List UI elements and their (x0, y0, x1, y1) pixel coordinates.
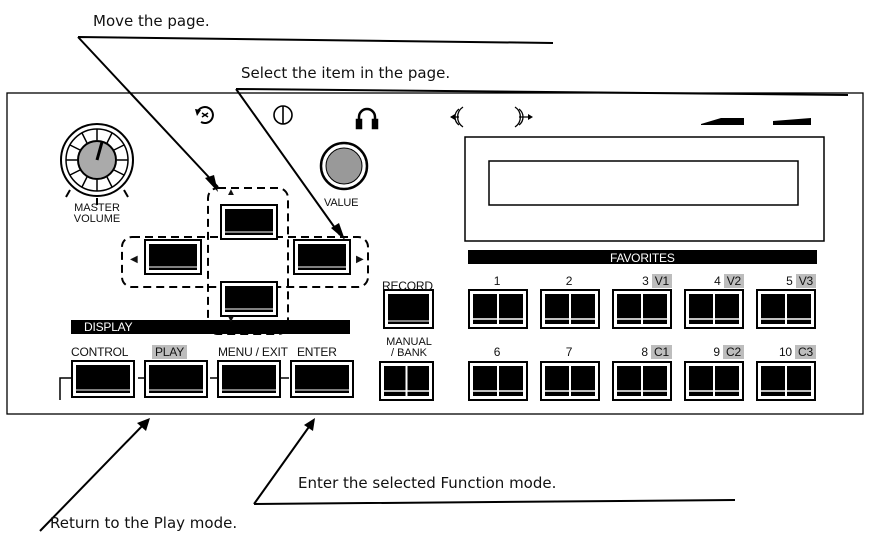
favorite-button-7[interactable] (540, 361, 600, 401)
favorite-tag: C1 (651, 345, 672, 359)
annotation-select-item: Select the item in the page. (241, 64, 451, 82)
favorite-button-1[interactable] (468, 289, 528, 329)
control-button[interactable] (71, 360, 135, 398)
favorite-button-4[interactable] (684, 289, 744, 329)
annotation-enter-function: Enter the selected Function mode. (298, 474, 557, 492)
annotation-move-page: Move the page. (93, 12, 210, 30)
favorite-label: 9 C2 (682, 345, 744, 359)
arrow-down: ▼ (226, 314, 236, 325)
manual-bank-label: MANUAL/ BANK (386, 336, 432, 359)
display-header-bar (71, 320, 350, 334)
play-button[interactable] (144, 360, 208, 398)
item-right-button[interactable] (293, 239, 351, 275)
favorite-button-3[interactable] (612, 289, 672, 329)
lcd-screen (488, 160, 799, 206)
arrow-right: ▶ (356, 254, 364, 265)
favorite-label: 2 (565, 274, 573, 288)
display-header: DISPLAY (84, 320, 133, 334)
power-icon (273, 105, 293, 125)
favorite-tag: C2 (723, 345, 744, 359)
favorite-button-8[interactable] (612, 361, 672, 401)
favorite-label: 5 V3 (754, 274, 816, 288)
value-label: VALUE (324, 197, 359, 209)
favorites-header: FAVORITES (610, 251, 675, 265)
display-button-label: CONTROL (71, 345, 129, 359)
favorite-label: 10 C3 (754, 345, 816, 359)
master-volume-knob[interactable] (60, 123, 134, 205)
page-down-button[interactable] (220, 281, 278, 317)
favorite-label: 4 V2 (682, 274, 744, 288)
pedal-icon (701, 118, 744, 125)
manual-bank-button[interactable] (379, 361, 434, 401)
value-knob[interactable] (319, 141, 369, 191)
favorite-button-5[interactable] (756, 289, 816, 329)
favorite-label: 7 (565, 345, 573, 359)
favorite-label: 8 C1 (610, 345, 672, 359)
page-up-button[interactable] (220, 204, 278, 240)
favorite-label: 3 V1 (610, 274, 672, 288)
favorite-button-6[interactable] (468, 361, 528, 401)
output-icon (514, 106, 533, 128)
favorite-button-10[interactable] (756, 361, 816, 401)
display-button-label: MENU / EXIT (218, 345, 288, 359)
expression-icon (773, 118, 811, 125)
menu-exit-button[interactable] (217, 360, 281, 398)
headphones-icon (355, 107, 379, 130)
annotation-lines (39, 36, 849, 532)
arrow-up: ▲ (226, 187, 236, 198)
favorite-tag: V3 (795, 274, 816, 288)
favorite-button-2[interactable] (540, 289, 600, 329)
record-label: RECORD (382, 279, 433, 293)
arrow-left: ◀ (130, 254, 138, 265)
favorite-label: 6 (493, 345, 501, 359)
favorites-header-bar (468, 250, 817, 264)
display-button-label: ENTER (297, 345, 337, 359)
input-icon (450, 106, 464, 128)
favorite-button-9[interactable] (684, 361, 744, 401)
enter-button[interactable] (290, 360, 354, 398)
rotary-speaker-icon (195, 106, 214, 124)
favorite-tag: V2 (723, 274, 744, 288)
favorite-label: 1 (493, 274, 501, 288)
annotation-return-play: Return to the Play mode. (50, 514, 238, 532)
favorite-tag: V1 (651, 274, 672, 288)
display-button-label: PLAY (152, 345, 187, 359)
favorite-tag: C3 (795, 345, 816, 359)
item-left-button[interactable] (144, 239, 202, 275)
record-button[interactable] (383, 289, 434, 329)
